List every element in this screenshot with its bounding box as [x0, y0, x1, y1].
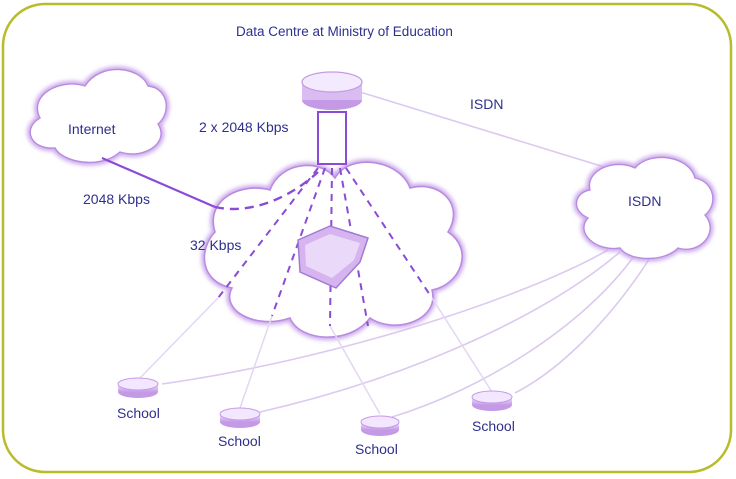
isdn-cloud-label: ISDN [628, 193, 662, 209]
internet-link [101, 156, 216, 209]
internet-link-label: 2048 Kbps [83, 191, 150, 207]
isdn-school-4-link [514, 257, 651, 394]
router-icon [301, 71, 363, 110]
school-label: School [355, 441, 398, 457]
diagram-title: Data Centre at Ministry of Education [236, 24, 453, 39]
router-isdn-link [359, 91, 641, 179]
school-label: School [218, 433, 261, 449]
school-label: School [472, 418, 515, 434]
school-label: School [117, 405, 160, 421]
school-spokes [139, 297, 493, 415]
isdn-cloud [573, 154, 716, 262]
central-switch-icon [297, 225, 369, 289]
router-uplink-label: 2 x 2048 Kbps [199, 119, 289, 135]
isdn-link-label: ISDN [470, 96, 504, 112]
school-device-icon [360, 415, 400, 436]
school-links-label: 32 Kbps [190, 237, 242, 253]
internet-label: Internet [68, 121, 116, 137]
isdn-school-3-link [391, 254, 636, 418]
school-device-icon [117, 377, 159, 398]
school-device-icon [219, 407, 261, 428]
isdn-school-1-link [161, 249, 609, 385]
router-uplink [317, 111, 347, 165]
school-device-icon [471, 390, 513, 411]
internet-cloud [27, 66, 170, 166]
